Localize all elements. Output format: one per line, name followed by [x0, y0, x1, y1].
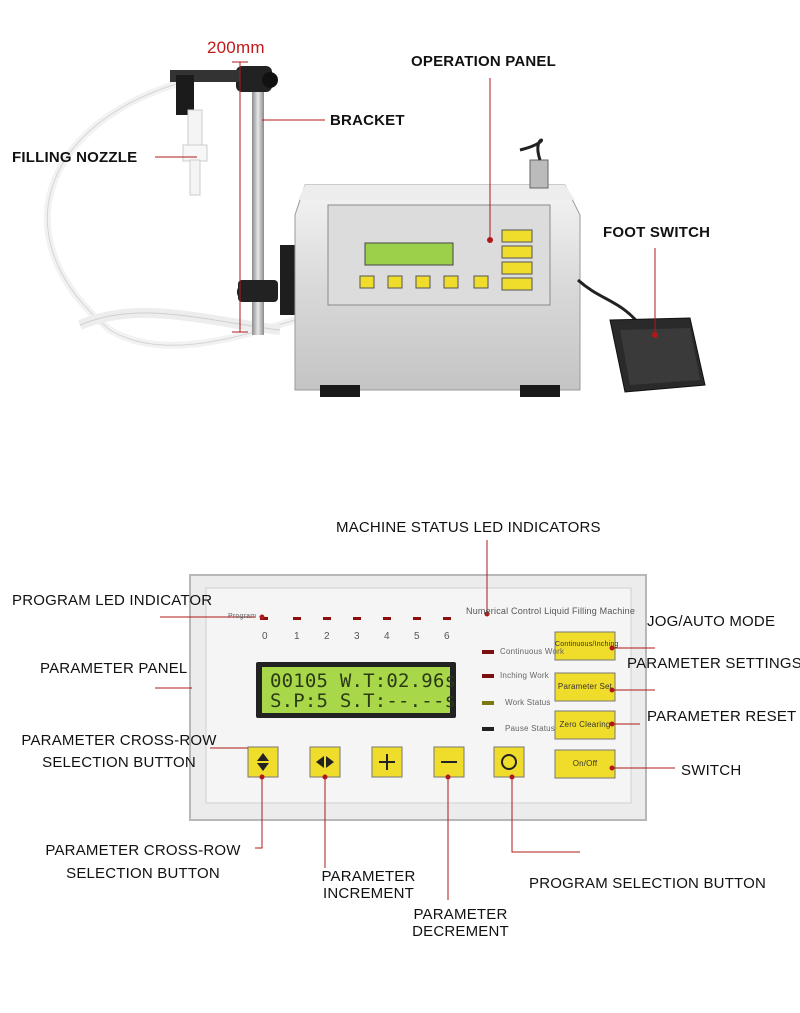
- cross-row-label-2-line2: SELECTION BUTTON: [66, 865, 220, 882]
- program-number: 6: [444, 631, 450, 642]
- status-led-label: Inching Work: [500, 671, 549, 680]
- lcd-line-1: 00105 W.T:02.96s: [270, 670, 457, 692]
- program-number: 5: [414, 631, 420, 642]
- parameter-panel-label: PARAMETER PANEL: [40, 660, 188, 677]
- program-number: 1: [294, 631, 300, 642]
- increment-label-line2: INCREMENT: [323, 885, 414, 902]
- foot-switch-cable: [576, 278, 642, 326]
- decrement-label-line2: DECREMENT: [412, 923, 509, 940]
- operation-panel-label: OPERATION PANEL: [411, 53, 556, 70]
- program-led-indicator-label: PROGRAM LED INDICATOR: [12, 592, 213, 609]
- on-off-button[interactable]: On/Off: [572, 759, 598, 768]
- program-selection-label: PROGRAM SELECTION BUTTON: [529, 875, 767, 892]
- increment-label-line1: PARAMETER: [321, 868, 416, 885]
- program-number: 0: [262, 631, 268, 642]
- parameter-reset-label: PARAMETER RESET: [647, 708, 797, 725]
- increment-label: PARAMETER INCREMENT: [306, 868, 431, 902]
- lcd-line-2: S.P:5 S.T:--.--s: [270, 690, 457, 712]
- decrement-label: PARAMETER DECREMENT: [398, 906, 523, 940]
- bracket-label: BRACKET: [330, 112, 405, 129]
- program-number: 4: [384, 631, 390, 642]
- cross-row-label-2-line1: PARAMETER CROSS-ROW: [45, 842, 241, 859]
- switch-label: SWITCH: [681, 762, 742, 779]
- foot-switch-label: FOOT SWITCH: [603, 224, 711, 241]
- dimension-label: 200mm: [207, 38, 265, 57]
- cross-row-label-1-line2: SELECTION BUTTON: [42, 754, 196, 771]
- status-led-label: Continuous Work: [500, 647, 565, 656]
- cross-row-label-1-line1: PARAMETER CROSS-ROW: [21, 732, 217, 749]
- panel-title: Numerical Control Liquid Filling Machine: [466, 606, 636, 616]
- parameter-set-button[interactable]: Parameter Set: [557, 682, 613, 691]
- program-numbers: 0 1 2 3 4 5 6: [262, 631, 462, 645]
- filling-nozzle: [176, 75, 194, 115]
- program-number: 3: [354, 631, 360, 642]
- status-led-label: Work Status: [505, 698, 551, 707]
- filling-nozzle-label: FILLING NOZZLE: [12, 149, 138, 166]
- program-number: 2: [324, 631, 330, 642]
- jog-auto-label: JOG/AUTO MODE: [647, 613, 776, 630]
- program-led-label: Program: [228, 613, 257, 620]
- continuous-inching-button[interactable]: Continuous/Inching: [555, 641, 619, 648]
- decrement-label-line1: PARAMETER: [413, 906, 508, 923]
- machine-status-led-label: MACHINE STATUS LED INDICATORS: [336, 519, 601, 536]
- cross-row-label-2: PARAMETER CROSS-ROW SELECTION BUTTON: [38, 839, 248, 885]
- zero-clearing-button[interactable]: Zero Clearing: [559, 720, 611, 729]
- parameter-settings-label: PARAMETER SETTINGS: [627, 655, 800, 672]
- cross-row-label-1: PARAMETER CROSS-ROW SELECTION BUTTON: [14, 730, 224, 774]
- machine-illustration: [43, 61, 706, 397]
- bracket-pole: [252, 90, 264, 335]
- status-led-label: Pause Status: [505, 724, 555, 733]
